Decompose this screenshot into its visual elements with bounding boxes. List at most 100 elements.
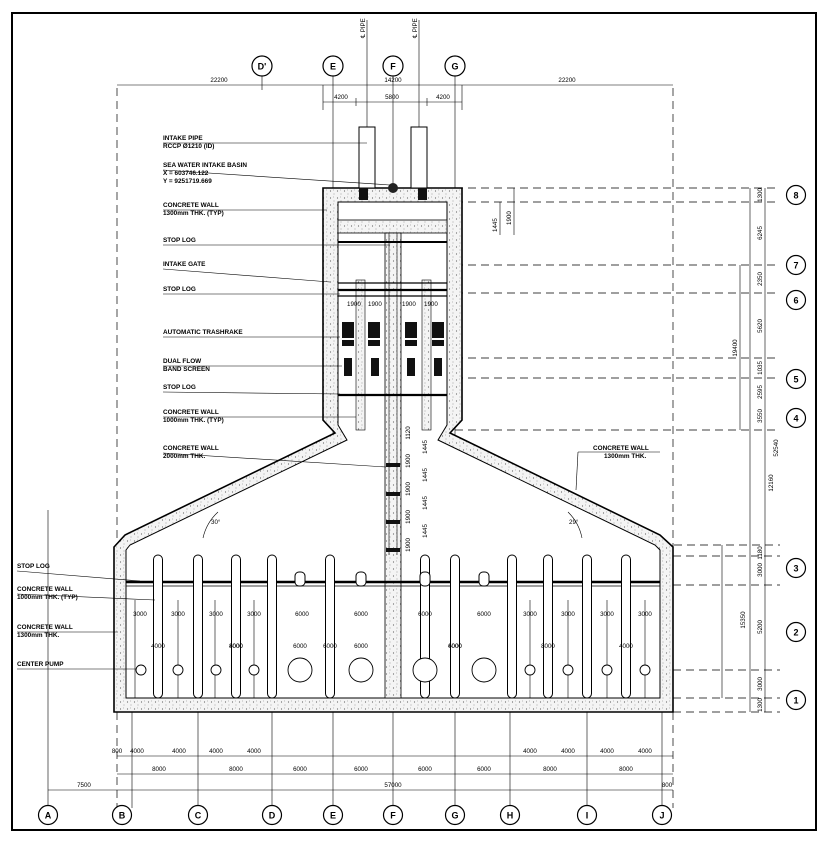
grid-bubble-right-1: 1 (785, 689, 807, 711)
pump-circle (601, 664, 613, 676)
grid-bubble-bottom-a: A (37, 804, 59, 826)
callout-basin: SEA WATER INTAKE BASIN (163, 162, 247, 169)
svg-text:J: J (659, 811, 664, 821)
top-dim-left: 22200 (210, 77, 228, 84)
pump-bay-pier (582, 554, 592, 699)
right-dim-inner: 3000 (757, 563, 764, 577)
top-dimensions: 22200 14200 22200 4200 5800 4200 (117, 77, 673, 110)
pump-bay-pier (325, 554, 335, 699)
gate-dim-1445: 1445 (492, 218, 499, 232)
pump-circle (471, 657, 497, 683)
bottom-dim-row2: 8000 (229, 766, 243, 773)
grid-bubble-bottom-d: D (261, 804, 283, 826)
center-channel-dim: 1445 (422, 440, 429, 454)
callout-stop-log-pump: STOP LOG (17, 563, 50, 570)
grid-bubble-right-8: 8 (785, 184, 807, 206)
pump-bay-pier (543, 554, 553, 699)
angle-markers: 30° 29° (202, 511, 583, 539)
callout-pump-wall-1300: CONCRETE WALL (17, 624, 73, 631)
right-dim-inner: 1300 (757, 698, 764, 712)
bottom-dim-row1: 800 (112, 748, 123, 755)
bay-dim: 6000 (477, 611, 491, 618)
pump-bay-pier (507, 554, 517, 699)
top-dim-right: 22200 (558, 77, 576, 84)
grid-bubble-top-e: E (322, 55, 344, 77)
bay-dim: 3000 (561, 611, 575, 618)
callout-basin-y: Y = 9251719.669 (163, 178, 212, 185)
pump-bay-pier (621, 554, 631, 699)
pipe-label-right: ℄ PIPE (412, 18, 419, 39)
drawing-frame (11, 12, 817, 831)
right-dimensions: 1300624523505620103525953550118030005200… (721, 188, 780, 712)
right-dim-outer: 52540 (773, 439, 780, 457)
pump-dim: 4000 (448, 643, 462, 650)
top-dim-middle: 14200 (384, 77, 402, 84)
bottom-dim-row2: 8000 (619, 766, 633, 773)
svg-text:1: 1 (793, 696, 798, 706)
pump-circles (135, 657, 651, 683)
top-subdim-right: 4200 (436, 94, 450, 101)
bottom-dim-row2: 6000 (293, 766, 307, 773)
bottom-dim-row1: 4000 (172, 748, 186, 755)
bay-dim: 3000 (638, 611, 652, 618)
callout-pump-wall-1000-thk: 1000mm THK. (TYP) (17, 594, 78, 601)
bottom-dim-row1: 4000 (638, 748, 652, 755)
band-screen-units (344, 358, 442, 376)
callout-wall-1000: CONCRETE WALL (163, 409, 219, 416)
grid-bubble-bottom-j: J (651, 804, 673, 826)
callout-center-pump: CENTER PUMP (17, 661, 64, 668)
right-dim-outer: 15350 (740, 611, 747, 629)
bottom-dim-row1: 4000 (130, 748, 144, 755)
bottom-dim-row2: 6000 (477, 766, 491, 773)
svg-text:E: E (330, 811, 336, 821)
svg-text:6: 6 (793, 296, 798, 306)
pump-circle (248, 664, 260, 676)
pump-bay-short-pier (355, 571, 367, 587)
pump-bay-pier (231, 554, 241, 699)
grid-bubble-bottom-f: F (382, 804, 404, 826)
bay-dim: 6000 (354, 611, 368, 618)
pump-circle (639, 664, 651, 676)
bay-dim: 3000 (523, 611, 537, 618)
right-dim-inner: 3550 (757, 409, 764, 423)
pump-dim: 6000 (448, 643, 462, 650)
bay-dim: 3000 (600, 611, 614, 618)
pump-circle (210, 664, 222, 676)
center-channel-gates (386, 463, 400, 552)
pump-dim: 6000 (293, 643, 307, 650)
angle-right: 29° (569, 519, 579, 526)
right-dim-outer: 19400 (732, 339, 739, 357)
bay-dim: 6000 (295, 611, 309, 618)
pump-bay-pier (193, 554, 203, 699)
grid-bubble-right-7: 7 (785, 254, 807, 276)
pump-bay-piers (134, 554, 646, 699)
pipe-labels: ℄ PIPE ℄ PIPE (360, 18, 419, 39)
svg-text:A: A (45, 811, 52, 821)
pump-bay-short-pier (294, 571, 306, 587)
right-grid-bubbles: 8 7 6 5 4 3 2 1 (785, 184, 807, 711)
bay-dim: 3000 (209, 611, 223, 618)
bottom-dim-row1: 4000 (561, 748, 575, 755)
pump-dim: 4000 (619, 643, 633, 650)
pump-bay-pier (450, 554, 460, 699)
gate-bands (126, 241, 660, 587)
svg-text:I: I (586, 811, 589, 821)
pump-bay-short-pier (419, 571, 431, 587)
center-channel-dim: 1900 (405, 482, 412, 496)
bottom-dim-row1: 4000 (209, 748, 223, 755)
svg-text:F: F (390, 811, 396, 821)
grid-bubble-bottom-h: H (499, 804, 521, 826)
pump-bay-pier (267, 554, 277, 699)
callout-wall-1300-thk: 1300mm THK. (TYP) (163, 210, 224, 217)
right-dim-inner: 5200 (757, 620, 764, 634)
svg-text:E: E (330, 62, 336, 72)
svg-text:D': D' (258, 62, 267, 72)
svg-text:G: G (451, 62, 458, 72)
pipe-label-left: ℄ PIPE (360, 18, 367, 39)
svg-text:2: 2 (793, 628, 798, 638)
grid-bubble-bottom-c: C (187, 804, 209, 826)
bottom-dim-row1: 4000 (600, 748, 614, 755)
